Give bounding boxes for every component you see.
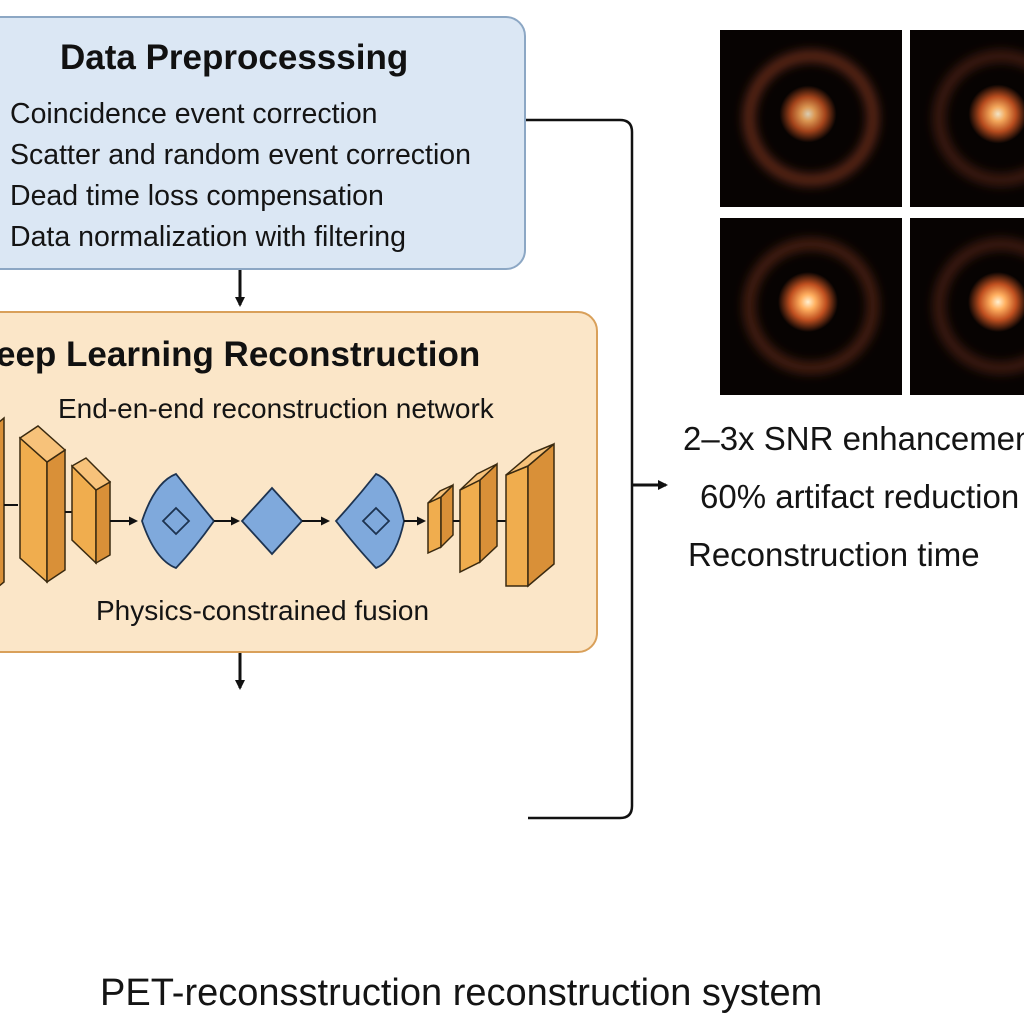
- latent-node-1: [141, 472, 216, 570]
- network-architecture-diagram: [0, 416, 555, 588]
- pet-hot-spot: [968, 84, 1024, 144]
- preprocessing-steps: Coincidence event correction Scatter and…: [10, 94, 471, 258]
- network-subtitle: End-en-end reconstruction network: [58, 393, 494, 424]
- result-artifact: 60% artifact reduction: [700, 478, 1020, 515]
- pet-uptake-ring: [743, 238, 879, 374]
- preprocessing-stage-box: Data Preprocesssing Coincidence event co…: [0, 16, 526, 270]
- decoder-block-1: [427, 483, 454, 555]
- decoder-block-3: [505, 442, 555, 588]
- pet-image-panel-3: [720, 218, 902, 395]
- list-item: Coincidence event correction: [10, 98, 378, 130]
- pet-hot-spot: [779, 85, 837, 143]
- decoder-block-2: [459, 462, 498, 574]
- pet-uptake-ring: [933, 238, 1024, 374]
- pet-uptake-ring: [933, 50, 1024, 186]
- deep-learning-title: eep Learning Reconstruction: [0, 335, 481, 374]
- diagram-caption: PET-reconsstruction reconstruction syste…: [100, 972, 823, 1014]
- pet-hot-spot: [778, 272, 838, 332]
- connector-pre-to-results: [526, 118, 634, 485]
- preprocessing-title: Data Preprocesssing: [60, 38, 409, 77]
- pet-image-panel-2: [910, 30, 1024, 207]
- list-item: Scatter and random event correction: [10, 139, 471, 171]
- result-time: Reconstruction time: [688, 536, 980, 573]
- connector-post-to-results: [528, 485, 634, 820]
- list-item: Data normalization with filtering: [10, 221, 407, 253]
- pet-uptake-ring: [743, 50, 879, 186]
- latent-node-3: [334, 472, 405, 570]
- fusion-subtitle: Physics-constrained fusion: [96, 595, 430, 626]
- encoder-block-2: [70, 457, 112, 565]
- pet-hot-spot: [968, 272, 1024, 332]
- pet-image-panel-1: [720, 30, 902, 207]
- latent-node-2: [240, 486, 304, 556]
- pet-image-panel-4: [910, 218, 1024, 395]
- list-item: Dead time loss compensation: [10, 180, 384, 212]
- result-snr: 2–3x SNR enhancement: [683, 420, 1024, 457]
- encoder-block-1: [18, 425, 67, 584]
- input-layer-block: [0, 416, 5, 587]
